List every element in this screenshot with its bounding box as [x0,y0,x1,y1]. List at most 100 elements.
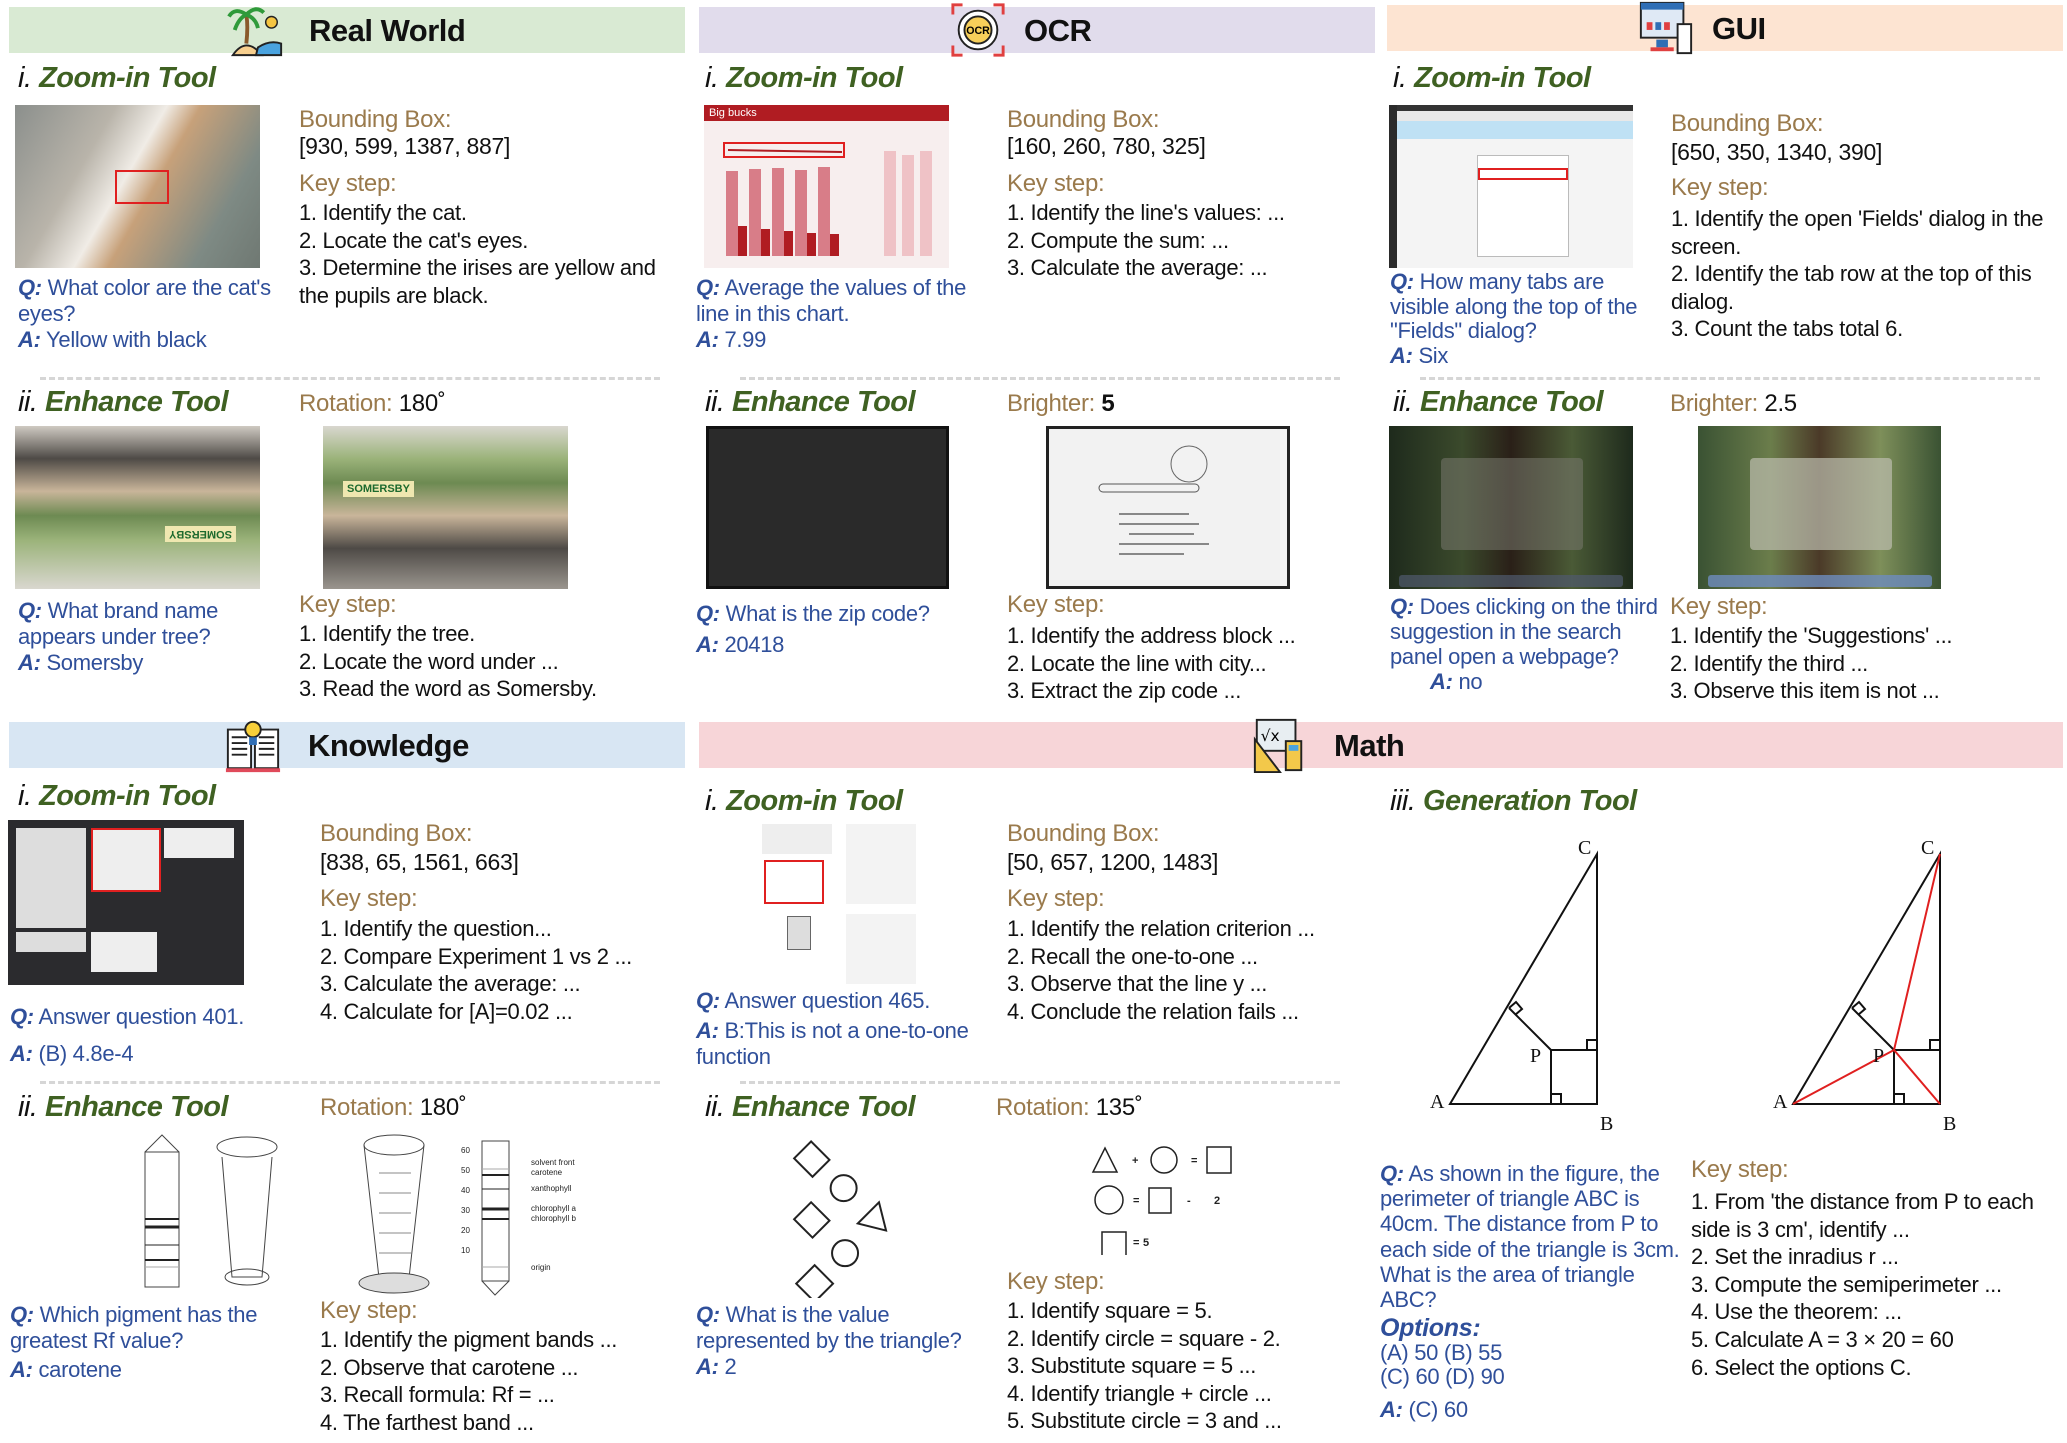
step: 5. Calculate A = 3 × 20 = 60 [1691,1326,1954,1352]
svg-text:-: - [1187,1195,1191,1207]
tool-title: ii. Enhance Tool [705,1091,916,1123]
step: 1. Identify square = 5. [1007,1298,1213,1323]
chromatography-image-rotated [144,1134,278,1288]
math-page-image [762,824,916,986]
bbox-value: [930, 599, 1387, 887] [299,133,511,159]
question: Answer question 465. [724,988,931,1013]
svg-text:=: = [1191,1155,1197,1167]
point-label-a: A [1430,1091,1445,1113]
tool-title: ii. Enhance Tool [705,386,916,418]
key-steps: 1. Identify the 'Suggestions' ... 2. Ide… [1670,622,2060,705]
step: 1. From 'the distance from P to each sid… [1691,1189,2034,1242]
shape-equation-image: + = = - 2 = 5 [1091,1146,1232,1255]
brighter-param: Brighter: 2.5 [1670,390,1797,417]
tool-title: ii. Enhance Tool [18,1091,229,1123]
cat-image [15,105,260,268]
step: 1. Identify the pigment bands ... [320,1327,618,1352]
section-title: Knowledge [308,728,469,763]
answer: Somersby [46,650,144,675]
step: 6. Select the options C. [1691,1354,1912,1380]
point-label-p: P [1873,1045,1884,1067]
answer: 20418 [724,632,785,657]
step: 1. Identify the address block ... [1007,623,1296,648]
question-answer: Q: Answer question 401. A: (B) 4.8e-4 [10,1004,245,1066]
rotation-param: Rotation: 180˚ [299,390,446,417]
divider [40,1081,660,1084]
step: 5. Substitute circle = 3 and ... [1007,1408,1282,1434]
answer: (B) 4.8e-4 [38,1041,134,1066]
bbox-label: Bounding Box: [320,820,473,847]
key-step-label: Key step: [1670,593,1768,620]
envelope-graphic [1098,445,1209,555]
step: 4. The farthest band ... [320,1409,534,1435]
step: 1. Identify the question... [320,916,552,941]
triangle-original [1448,850,1598,1105]
step: 2. Observe that carotene ... [320,1354,579,1380]
step: 3. Calculate the average: ... [320,971,581,997]
question-answer: Q: What color are the cat's eyes? A: Yel… [18,275,271,352]
triangle-diagrams: C A B P C A B P [1430,837,1956,1135]
bbox-value: [50, 657, 1200, 1483] [1007,849,1219,875]
step: 2. Locate the cat's eyes. [299,227,529,253]
step: 2. Compare Experiment 1 vs 2 ... [320,943,632,969]
section-title: GUI [1712,11,1766,46]
step: 4. Conclude the relation fails ... [1007,998,1299,1024]
key-step-label: Key step: [299,591,397,618]
shape-equation-image-rotated [792,1140,888,1298]
dark-envelope-image [706,426,949,589]
step: 1. Identify the tree. [299,621,475,646]
band-label: origin [531,1263,551,1272]
highlight-box [1478,168,1568,180]
tool-title: i. Zoom-in Tool [705,62,903,94]
gui-header: GUI [1387,1,2063,55]
chart-graphic [723,142,932,256]
book-lightbulb-icon [225,720,281,773]
point-label-b: B [1943,1113,1956,1135]
band-label: chlorophyll a [531,1204,576,1213]
point-label-c: C [1921,837,1934,859]
point-label-b: B [1600,1113,1613,1135]
key-steps: 1. Identify the pigment bands ... 2. Obs… [320,1326,690,1436]
key-steps: 1. From 'the distance from P to each sid… [1691,1188,2056,1381]
step: 4. Identify triangle + circle ... [1007,1380,1272,1406]
ocr-icon: OCR [951,3,1005,57]
step: 3. Count the tabs total 6. [1671,316,1903,342]
tick-label: 10 [461,1246,470,1255]
brighter-param: Brighter: 5 [1007,390,1115,417]
bbox-value: [650, 350, 1340, 390] [1671,139,1883,165]
svg-text:OCR: OCR [966,25,990,37]
tool-title: ii. Enhance Tool [1393,386,1604,418]
tool-title: i. Zoom-in Tool [18,62,216,94]
question-answer: Q: Average the values of the line in thi… [696,275,967,352]
svg-text:5: 5 [1143,1237,1149,1249]
tool-title: i. Zoom-in Tool [1393,62,1591,94]
key-step-label: Key step: [320,885,418,912]
answer: Six [1418,342,1449,368]
step: 1. Identify the open 'Fields' dialog in … [1671,206,2044,259]
answer: Yellow with black [46,327,207,352]
question-answer: Q: What is the zip code? A: 20418 [696,601,930,657]
step: 1. Identify the 'Suggestions' ... [1670,623,1953,648]
question: Which pigment has the greatest Rf value? [10,1302,258,1353]
math-tools-icon: √x [1253,718,1303,774]
point-label-p: P [1530,1045,1541,1067]
question-answer: Q: What brand name appears under tree? A… [18,598,219,675]
tick-label: 20 [461,1226,470,1235]
key-steps: 1. Identify the open 'Fields' dialog in … [1671,205,2051,343]
bright-envelope-image [1046,426,1290,589]
question-answer: Q: How many tabs are visible along the t… [1390,269,1638,368]
street-image: SOMERSBY [323,426,568,589]
bbox-value: [838, 65, 1561, 663] [320,849,519,875]
highlight-box [91,828,161,892]
bbox-label: Bounding Box: [1007,820,1160,847]
tool-title: iii. Generation Tool [1390,785,1637,817]
auxiliary-lines [1792,853,1941,1105]
option-line: (C) 60 (D) 90 [1380,1364,1505,1390]
options-label: Options: [1380,1314,1481,1343]
tool-title: ii. Enhance Tool [18,386,229,418]
question-answer: Q: Does clicking on the third suggestion… [1390,594,1658,694]
tick-label: 60 [461,1146,470,1155]
question: Answer question 401. [38,1004,245,1029]
question-answer: Q: As shown in the figure, the perimeter… [1380,1161,1680,1423]
svg-text:=: = [1133,1195,1139,1207]
